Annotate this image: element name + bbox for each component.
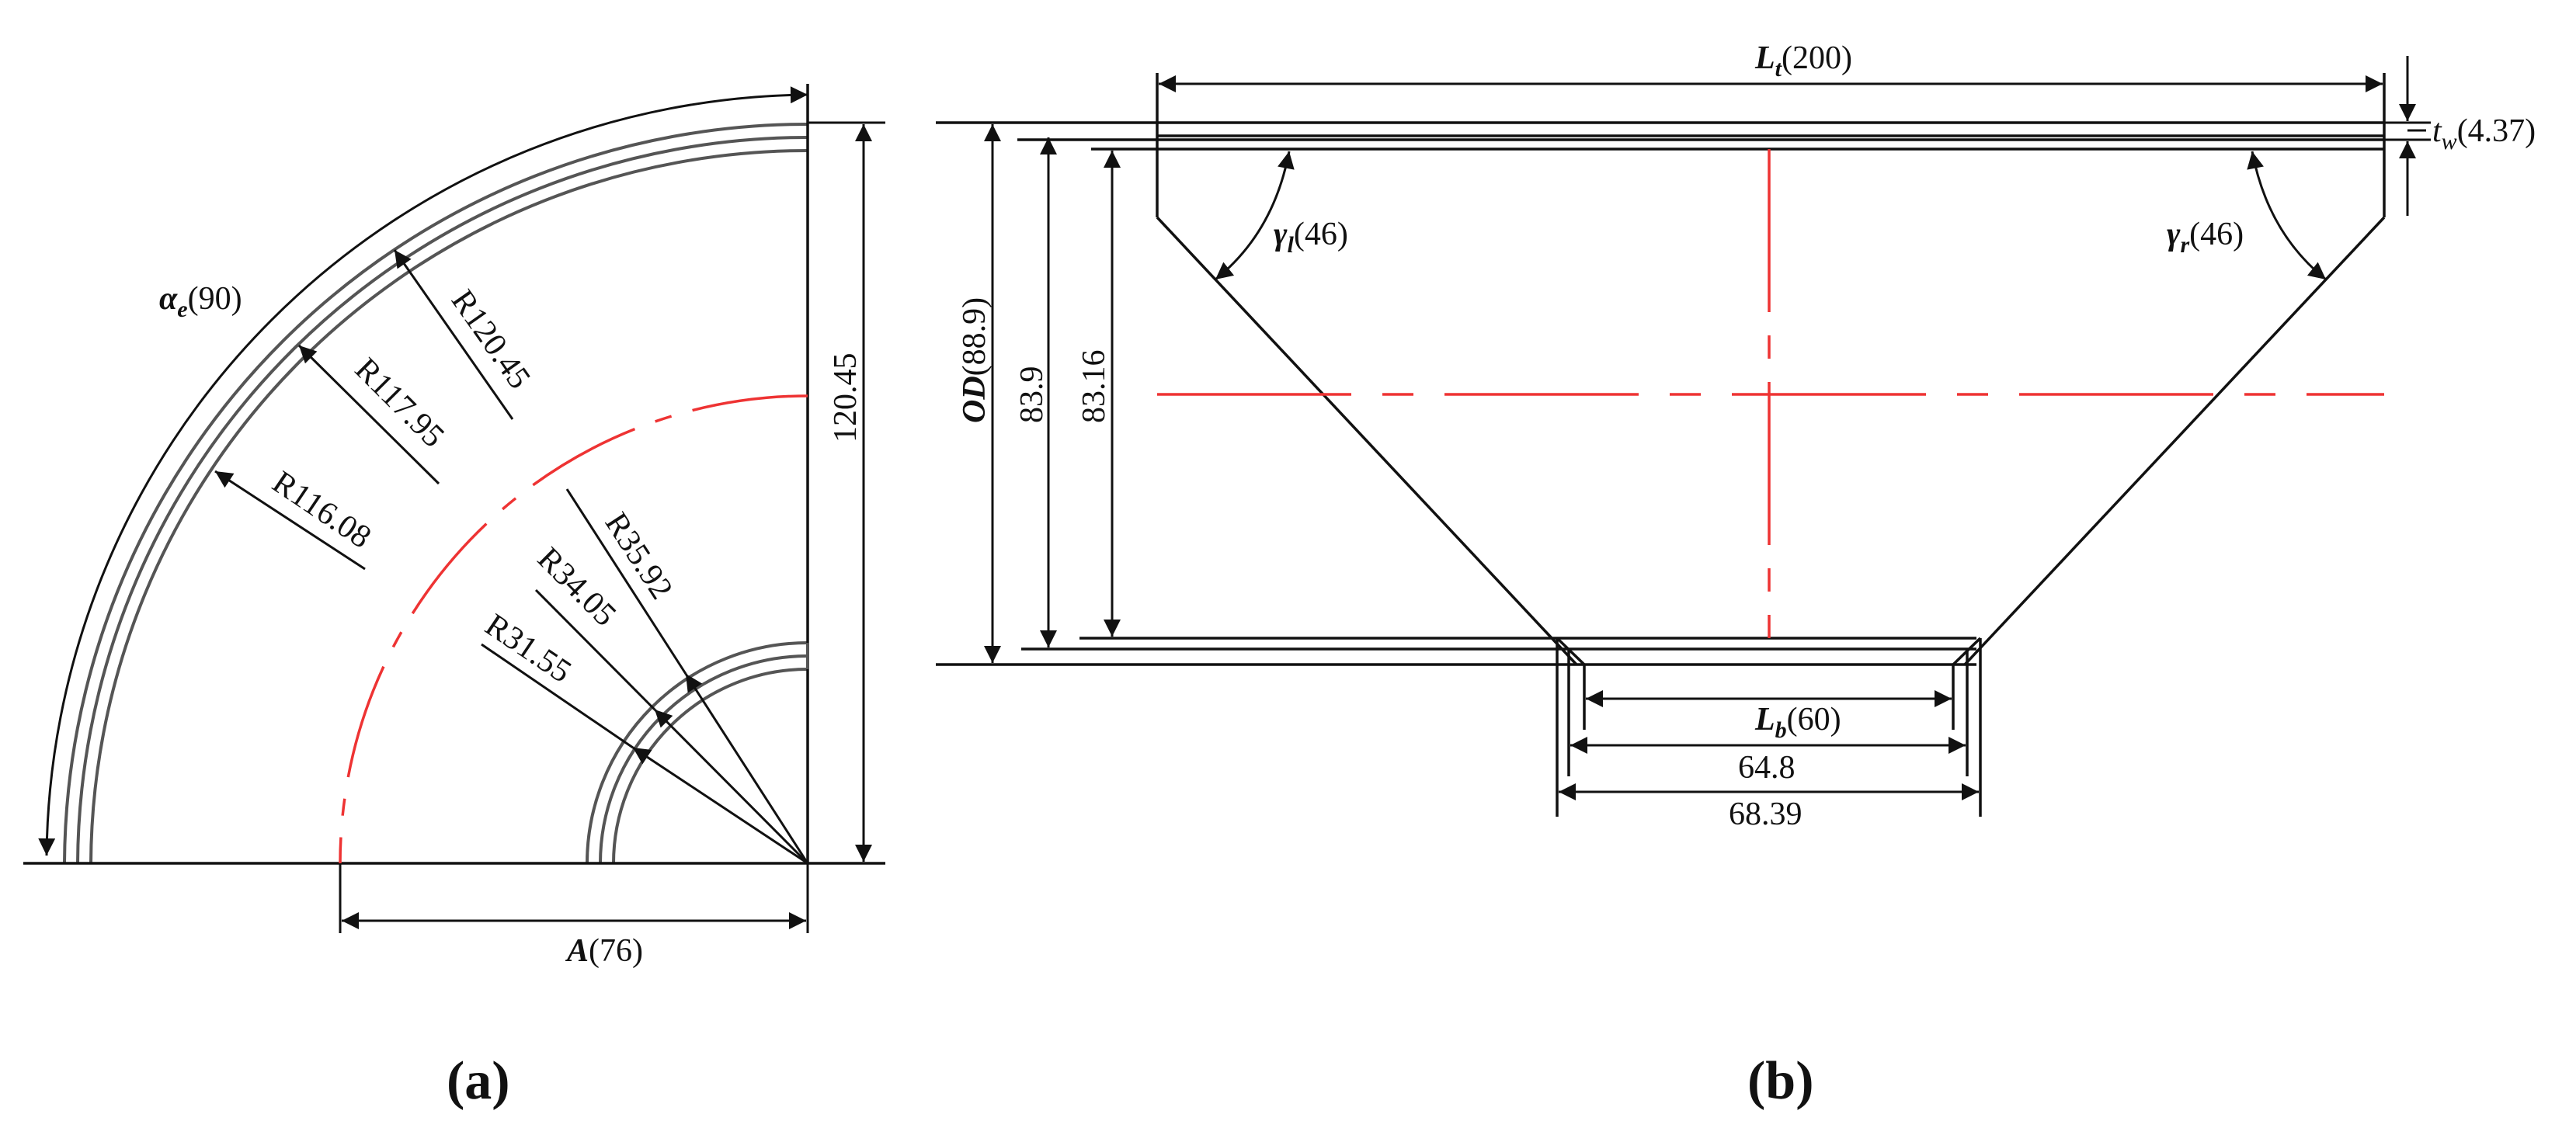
gamma-l-arc xyxy=(1215,151,1295,281)
angle-dim-arc xyxy=(38,86,808,856)
label-lt: Lt(200) xyxy=(1754,40,1852,82)
left-slant xyxy=(1156,216,1578,666)
label-gamma-r: γr(46) xyxy=(2167,217,2244,258)
label-8316: 83.16 xyxy=(1076,350,1112,424)
label-height: 120.45 xyxy=(828,353,864,443)
label-lb: Lb(60) xyxy=(1754,702,1841,743)
panel-a-elbow: αe(90) R120.45 R117.95 R116.08 R35.92 R3… xyxy=(23,84,885,1111)
label-648: 64.8 xyxy=(1738,750,1796,786)
label-r11795: R117.95 xyxy=(348,352,451,455)
label-tw: tw(4.37) xyxy=(2432,113,2536,154)
label-od: OD(88.9) xyxy=(957,297,993,423)
angle-label: αe(90) xyxy=(159,281,242,322)
label-839: 83.9 xyxy=(1014,366,1050,424)
label-gamma-l: γl(46) xyxy=(1274,217,1348,258)
leader-r3592 xyxy=(684,673,809,864)
right-slant xyxy=(1963,216,2386,666)
gamma-r-arc xyxy=(2247,151,2327,281)
leader-r3405 xyxy=(653,708,809,865)
bottom-left-slant xyxy=(1556,637,1586,666)
leader-r3155 xyxy=(632,746,808,865)
panel-b-reducer: Lt(200) tw(4.37) OD(88.9) 83.9 83.16 γl(… xyxy=(936,40,2536,1111)
label-a: A(76) xyxy=(565,933,643,969)
caption-a: (a) xyxy=(447,1051,510,1111)
caption-b: (b) xyxy=(1747,1051,1814,1111)
label-r3155: R31.55 xyxy=(478,607,577,690)
label-6839: 68.39 xyxy=(1729,797,1803,832)
